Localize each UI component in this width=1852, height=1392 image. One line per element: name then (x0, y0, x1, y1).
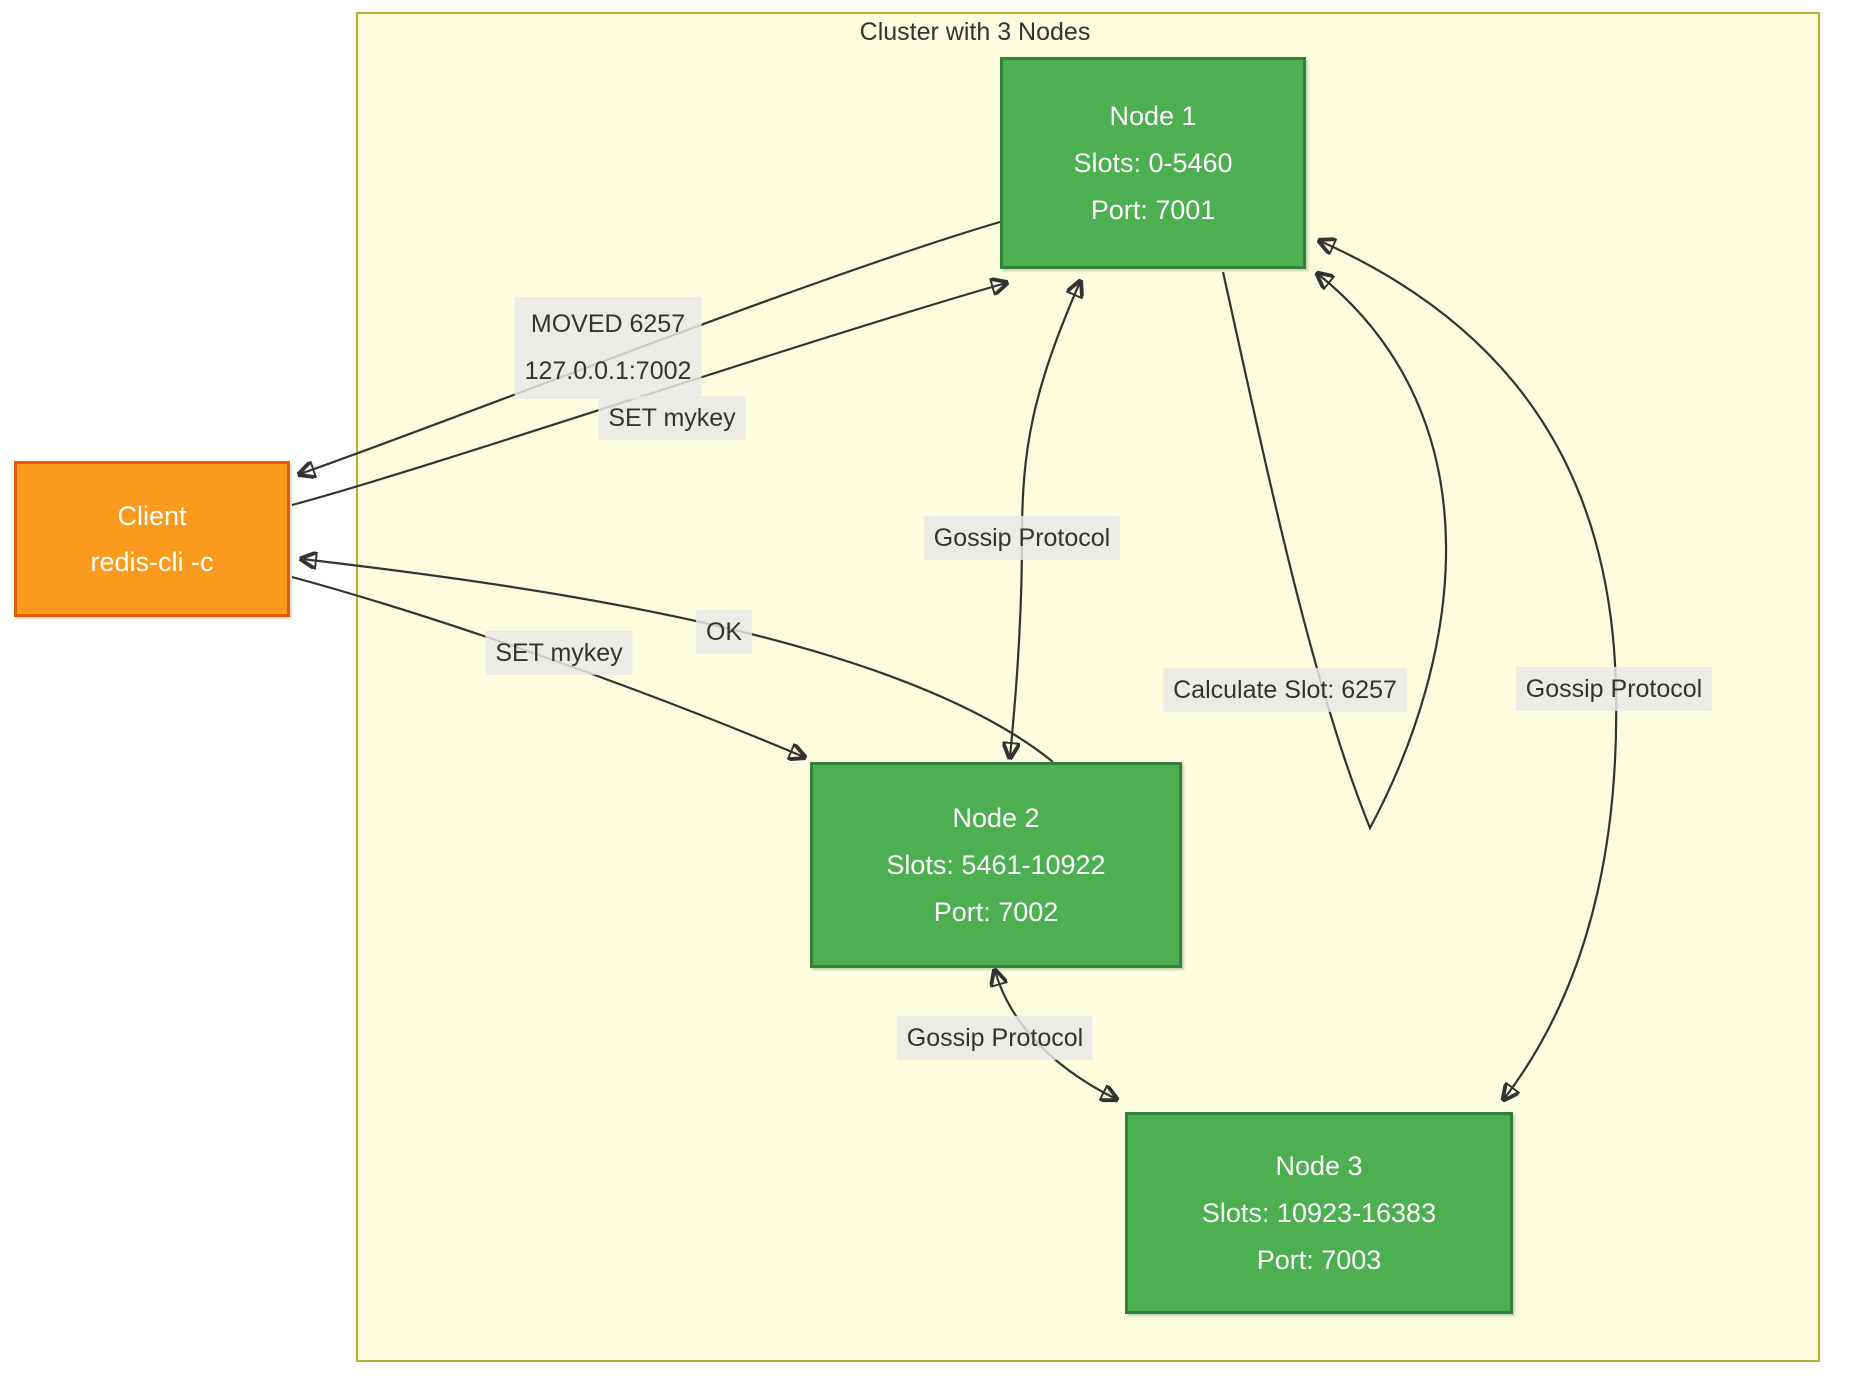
node3-slots: Slots: 10923-16383 (1201, 1197, 1437, 1228)
node1-port: Port: 7001 (1090, 194, 1216, 225)
node1-slots: Slots: 0-5460 (1073, 147, 1233, 178)
client-command: redis-cli -c (90, 547, 214, 577)
edge-label-set-mykey-node1: SET mykey (598, 395, 746, 441)
edge-label-calculate-slot: Calculate Slot: 6257 (1163, 667, 1407, 713)
edge-label-gossip-node2-node3: Gossip Protocol (896, 1015, 1094, 1061)
edge-label-moved: MOVED 6257 127.0.0.1:7002 (514, 297, 702, 399)
node3-box: Node 3 Slots: 10923-16383 Port: 7003 (1125, 1112, 1513, 1314)
edge-label-moved-line2: 127.0.0.1:7002 (524, 357, 692, 385)
edge-label-set-mykey-node2: SET mykey (485, 630, 633, 676)
node2-port: Port: 7002 (933, 896, 1059, 927)
node2-box: Node 2 Slots: 5461-10922 Port: 7002 (810, 762, 1182, 968)
node3-title: Node 3 (1275, 1150, 1363, 1181)
client-box: Client redis-cli -c (14, 461, 290, 617)
edge-label-gossip-node1-node3: Gossip Protocol (1515, 666, 1713, 712)
edge-node1-self-loop (1221, 272, 1448, 831)
edge-node2-to-client (302, 559, 1054, 763)
cluster-title: Cluster with 3 Nodes (859, 18, 1091, 46)
node1-box: Node 1 Slots: 0-5460 Port: 7001 (1000, 57, 1306, 269)
node1-title: Node 1 (1109, 100, 1197, 131)
node2-title: Node 2 (952, 802, 1040, 833)
client-title: Client (117, 501, 187, 531)
edge-label-gossip-node1-node2: Gossip Protocol (923, 515, 1121, 561)
edge-node1-node3-gossip (1320, 241, 1618, 1099)
node3-port: Port: 7003 (1256, 1244, 1382, 1275)
node2-slots: Slots: 5461-10922 (886, 849, 1106, 880)
edge-label-moved-line1: MOVED 6257 (530, 310, 686, 338)
edge-label-ok: OK (695, 609, 753, 655)
